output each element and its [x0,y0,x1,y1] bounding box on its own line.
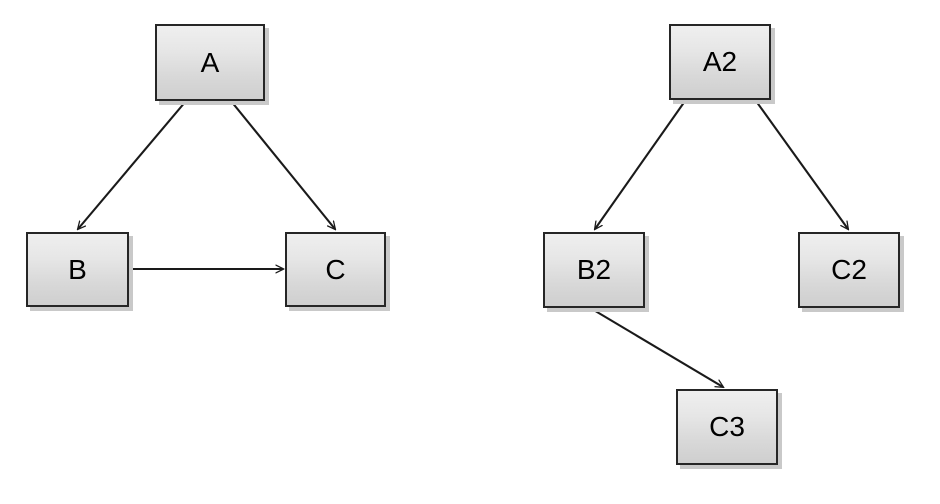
node-label: C3 [709,411,745,442]
node-label: A2 [702,46,738,77]
node-label: A [200,46,220,78]
edge-a-to-c [230,100,335,229]
edge-a2-to-c2 [755,100,848,229]
node-label: B [68,253,87,285]
edge-a2-to-b2 [595,100,686,229]
edge-b2-to-c3 [591,308,723,387]
node-a[interactable]: A [155,24,265,101]
node-label: B2 [576,254,612,285]
node-c2[interactable]: C2 [798,232,900,308]
edge-group [78,100,848,387]
node-b[interactable]: B [26,232,129,307]
edge-a-to-b [78,100,187,229]
node-c3[interactable]: C3 [676,389,778,465]
node-label: C [325,253,346,285]
node-b2[interactable]: B2 [543,232,645,308]
node-a2[interactable]: A2 [669,24,771,100]
node-label: C2 [831,254,867,285]
node-c[interactable]: C [285,232,386,307]
